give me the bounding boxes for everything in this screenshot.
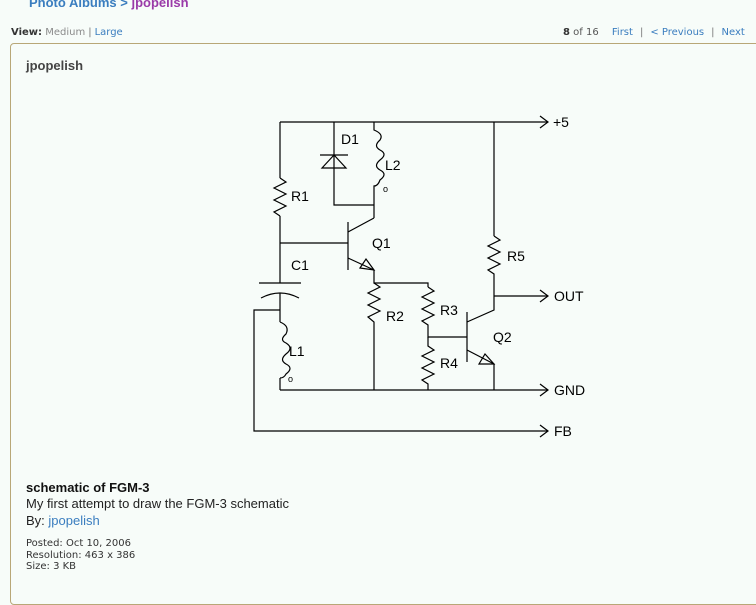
schematic-image[interactable]: D1 L2 o R1 Q1 C1 R2 L1 o R3 R4 Q2 R5 +5 … xyxy=(240,105,600,440)
label-l1: L1 xyxy=(289,343,305,359)
transistor-q2-emitter xyxy=(466,349,495,390)
resistor-r5 xyxy=(486,235,502,296)
view-separator: | xyxy=(88,27,92,38)
transistor-q1-arrow xyxy=(358,257,376,271)
resistor-r4 xyxy=(420,337,436,390)
pager-total: of 16 xyxy=(573,27,599,38)
pager-current: 8 xyxy=(563,27,570,38)
view-label: View: xyxy=(11,27,43,38)
transistor-q2-arrow xyxy=(477,352,496,365)
view-large-link[interactable]: Large xyxy=(94,27,123,38)
transistor-q1-collector xyxy=(347,217,375,233)
photo-frame xyxy=(10,43,756,605)
file-size: Size: 3 KB xyxy=(26,561,77,572)
album-title: jpopelish xyxy=(26,58,84,73)
arrow-gnd xyxy=(539,383,549,397)
label-out: OUT xyxy=(554,288,584,304)
label-r2: R2 xyxy=(386,308,404,324)
pager-previous-link[interactable]: < Previous xyxy=(650,27,705,38)
photo-byline: By: jpopelish xyxy=(26,512,289,529)
arrow-plus5 xyxy=(539,115,549,129)
label-q2: Q2 xyxy=(493,329,512,345)
label-r3: R3 xyxy=(440,302,458,318)
inductor-l1 xyxy=(279,321,291,379)
label-r1: R1 xyxy=(291,188,309,204)
label-r5: R5 xyxy=(507,248,525,264)
view-medium-option: Medium xyxy=(45,27,86,38)
wire-q1-emitter-node xyxy=(373,270,429,287)
wire-d1 xyxy=(333,122,374,206)
pager-first-link[interactable]: First xyxy=(611,27,633,38)
pager-separator: | xyxy=(639,27,644,38)
breadcrumb-photo-albums-link[interactable]: Photo Albums xyxy=(29,0,117,10)
breadcrumb-album-link[interactable]: jpopelish xyxy=(131,0,189,10)
inductor-l2 xyxy=(373,122,385,218)
posted-date: Posted: Oct 10, 2006 xyxy=(26,538,131,549)
transistor-q1-emitter xyxy=(347,257,375,271)
label-l2: L2 xyxy=(385,157,401,173)
photo-metadata: Posted: Oct 10, 2006 Resolution: 463 x 3… xyxy=(26,538,135,573)
label-c1: C1 xyxy=(291,257,309,273)
pager: 8 of 16 First | < Previous | Next xyxy=(563,27,745,38)
breadcrumb-separator: > xyxy=(120,0,128,10)
label-r4: R4 xyxy=(440,355,458,371)
resistor-r2 xyxy=(366,282,382,390)
author-link[interactable]: jpopelish xyxy=(48,513,100,528)
breadcrumb: Photo Albums > jpopelish xyxy=(29,0,189,10)
view-selector: View: Medium|Large xyxy=(11,27,123,38)
label-q1: Q1 xyxy=(372,235,391,251)
arrow-out xyxy=(539,289,549,303)
label-l1-dot: o xyxy=(288,374,293,384)
pager-next-link[interactable]: Next xyxy=(721,27,745,38)
pager-separator: | xyxy=(711,27,715,38)
label-gnd: GND xyxy=(554,382,585,398)
resistor-r1 xyxy=(272,177,288,217)
photo-title: schematic of FGM-3 xyxy=(26,480,150,495)
wire-fb xyxy=(253,309,548,432)
photo-caption: schematic of FGM-3 My first attempt to d… xyxy=(26,480,289,529)
by-label: By: xyxy=(26,513,45,528)
schematic-wires xyxy=(253,115,549,438)
label-fb: FB xyxy=(554,423,572,439)
arrow-fb xyxy=(539,424,549,438)
label-l2-dot: o xyxy=(383,184,388,194)
photo-description: My first attempt to draw the FGM-3 schem… xyxy=(26,496,289,511)
resolution: Resolution: 463 x 386 xyxy=(26,549,136,561)
diode-d1 xyxy=(320,154,348,169)
label-d1: D1 xyxy=(341,131,359,147)
resistor-r3 xyxy=(420,286,467,338)
label-plus5: +5 xyxy=(553,114,569,130)
transistor-q2-collector xyxy=(466,296,495,323)
